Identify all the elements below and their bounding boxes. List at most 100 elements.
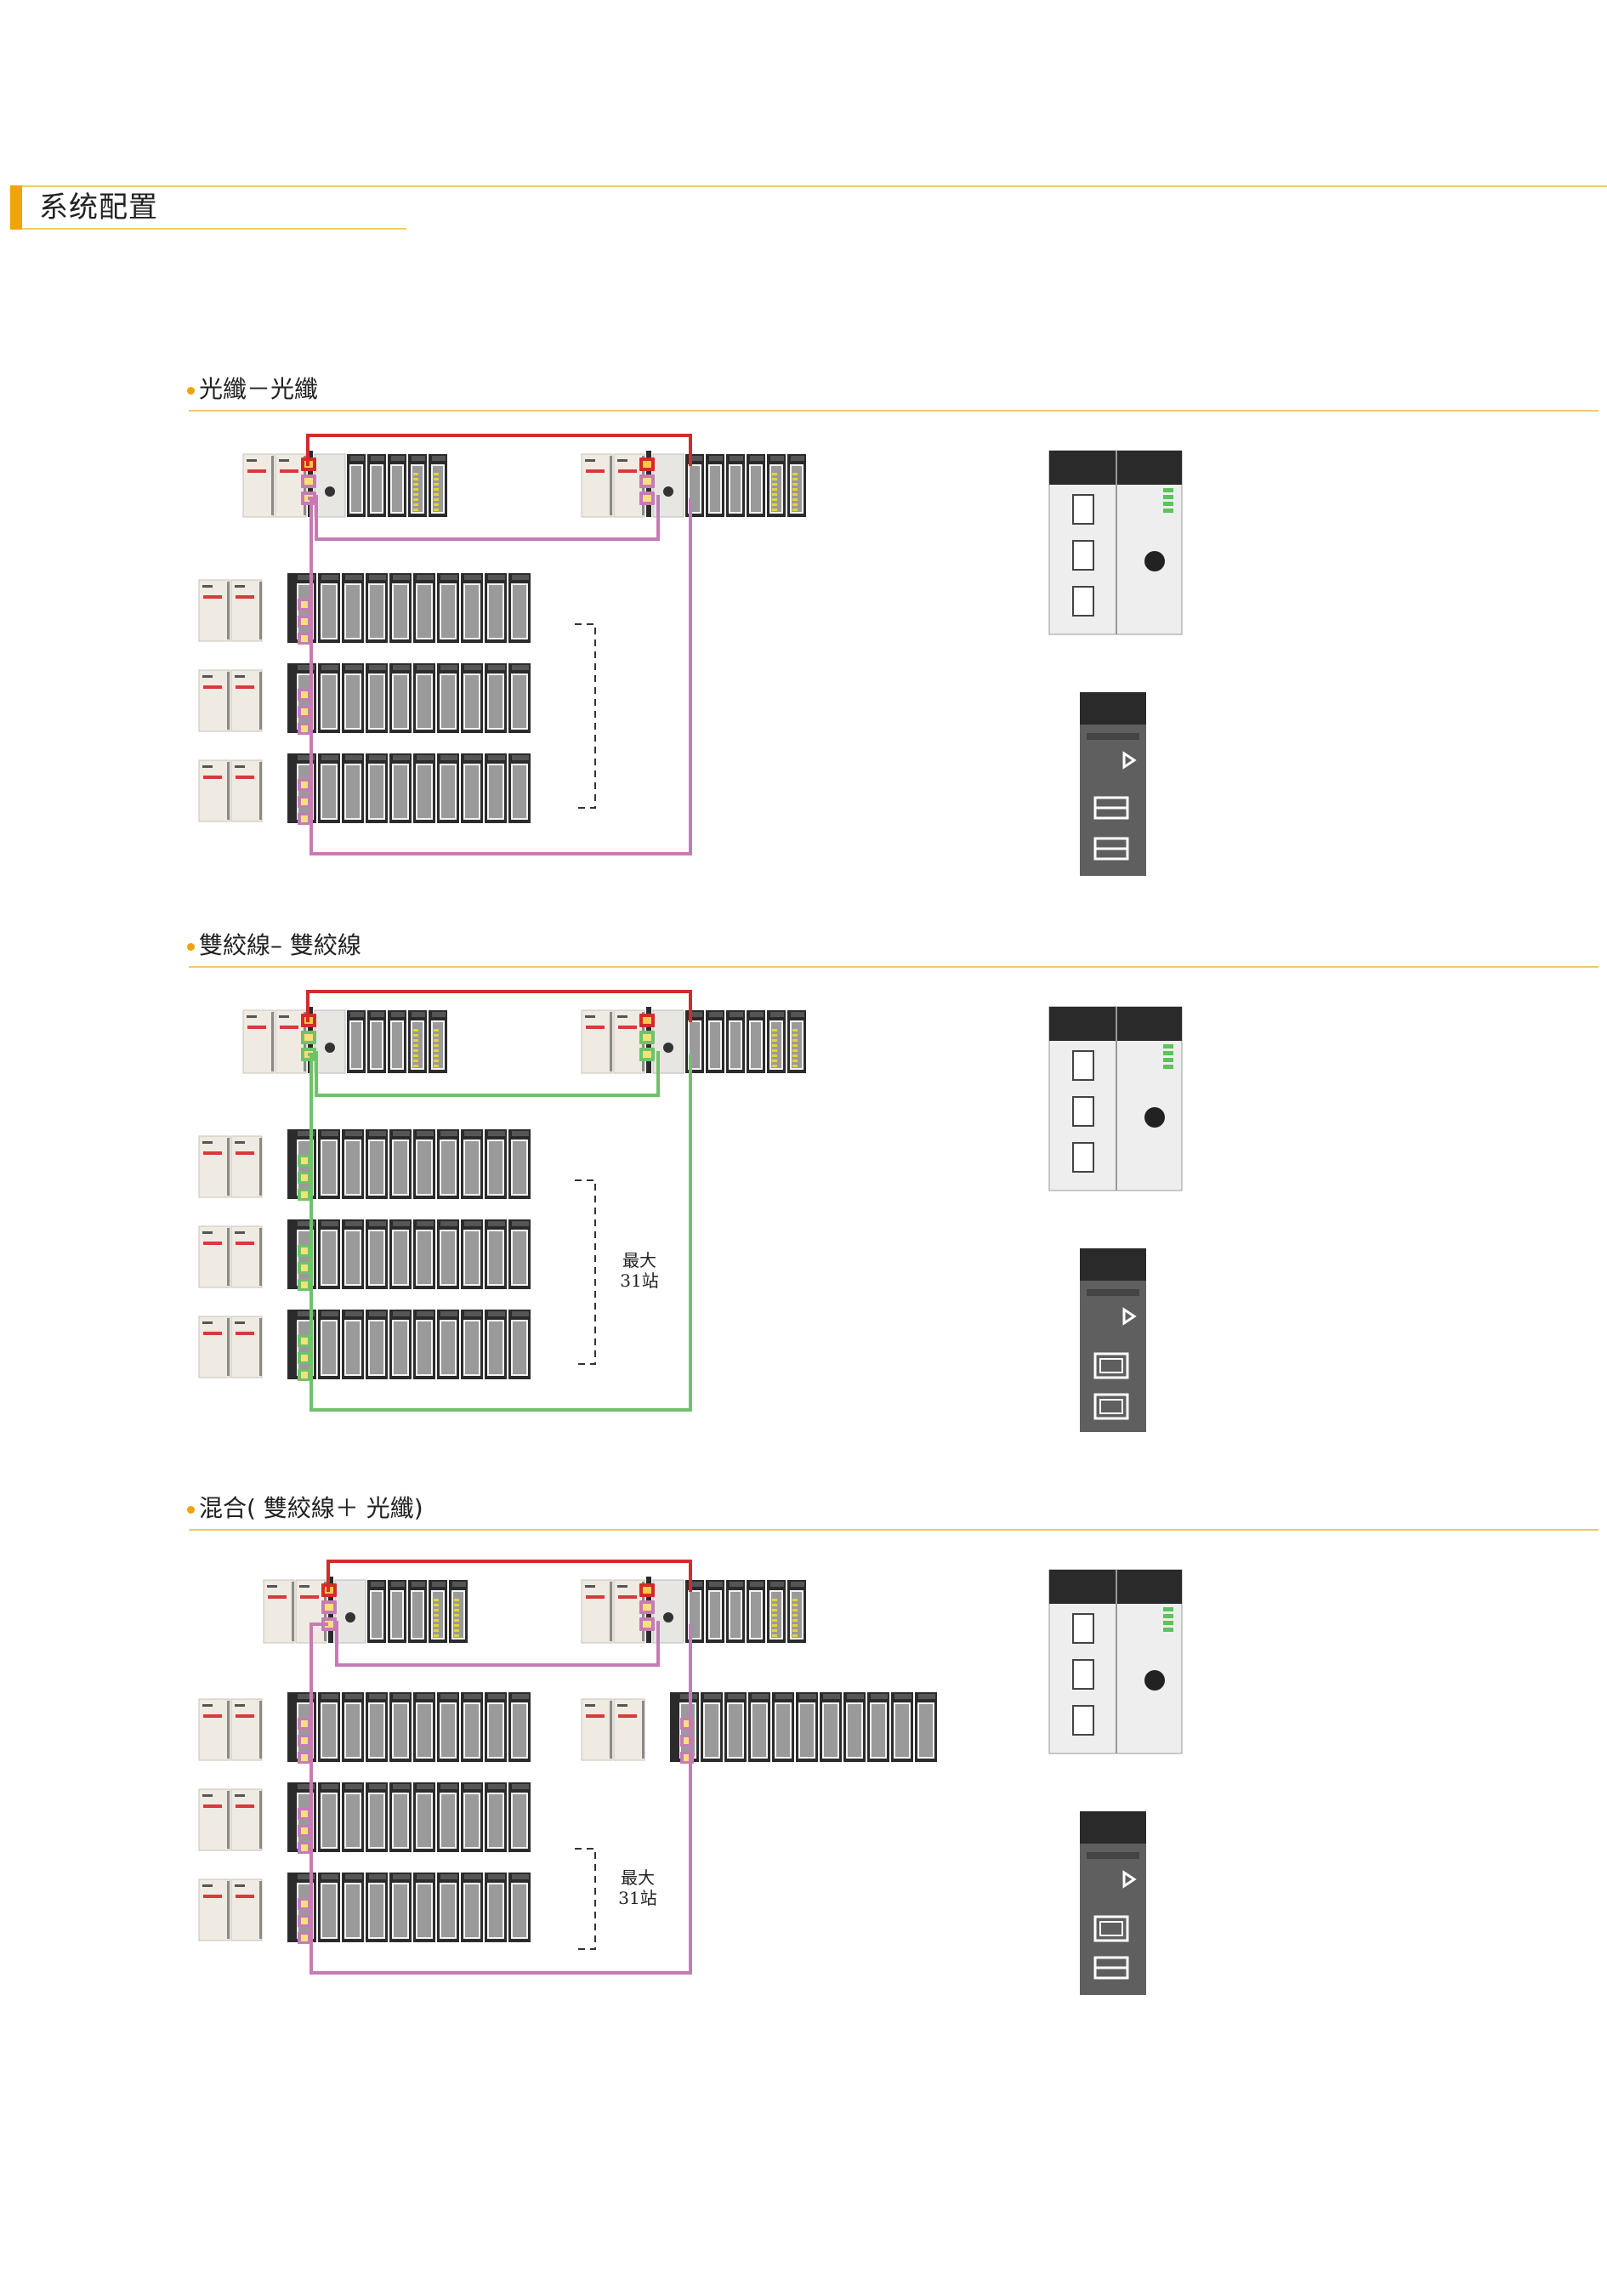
io-module-window: [392, 1022, 402, 1068]
io-module-window: [710, 466, 720, 512]
io-rack: [294, 1129, 531, 1199]
power-module-logo: [585, 1585, 595, 1588]
rack-rail: [287, 753, 294, 823]
power-module-edge: [227, 1318, 230, 1376]
io-module-window: [441, 1141, 455, 1194]
power-supply-module: [230, 669, 263, 732]
cpu-status-led: [1163, 495, 1173, 499]
io-module-window: [346, 1321, 360, 1374]
led-indicator: [434, 493, 439, 496]
io-module-top: [488, 1874, 505, 1879]
net-detail-top: [1080, 692, 1146, 725]
port-led: [301, 1827, 308, 1834]
power-module-logo: [267, 1585, 277, 1588]
io-module-top: [345, 1311, 362, 1316]
power-supply-module: [230, 1316, 263, 1378]
io-rack: [294, 1782, 531, 1852]
cpu-status-led: [1163, 1607, 1173, 1611]
port-led: [301, 691, 308, 698]
io-module-window: [351, 466, 361, 512]
io-module-window: [322, 1141, 336, 1194]
cpu-status-led: [1163, 1044, 1173, 1049]
io-module-top: [791, 1012, 804, 1017]
led-indicator: [413, 1049, 418, 1052]
network-ports: [298, 1808, 311, 1854]
led-indicator: [413, 1065, 418, 1067]
io-module-top: [345, 575, 362, 580]
bus-trunk-link: [309, 1623, 692, 1975]
io-module-top: [464, 665, 481, 670]
diagram-content: [198, 434, 1183, 876]
io-rack: [347, 454, 447, 517]
io-module-window: [394, 1231, 407, 1284]
led-indicator: [434, 1034, 439, 1037]
io-module-window: [730, 1592, 741, 1638]
io-module-top: [488, 1221, 505, 1226]
io-module-window: [730, 466, 741, 512]
power-module-label: [586, 1026, 605, 1029]
led-indicator: [772, 1049, 777, 1052]
power-module-label: [236, 685, 254, 689]
power-module-edge: [259, 1701, 262, 1759]
io-module-window: [513, 1884, 526, 1937]
power-supply-module: [198, 1225, 230, 1288]
port-led: [643, 495, 651, 502]
io-module-window: [513, 1321, 526, 1374]
io-module-window: [848, 1704, 861, 1757]
io-module-window: [441, 585, 455, 638]
io-module-top: [464, 575, 481, 580]
io-module-window: [372, 466, 382, 512]
cpu-status-led: [1163, 1621, 1173, 1625]
io-module-window: [489, 1704, 503, 1757]
io-module-top: [345, 1131, 362, 1136]
power-module-logo: [235, 1704, 245, 1707]
power-module-edge: [642, 1701, 645, 1759]
power-supply-module: [581, 1698, 613, 1761]
io-rack: [685, 454, 806, 517]
io-module-top: [918, 1694, 935, 1699]
io-module-top: [432, 456, 446, 461]
io-module-top: [512, 575, 529, 580]
io-module-window: [465, 1231, 479, 1284]
power-module-logo: [235, 1321, 245, 1324]
led-indicator: [413, 1044, 418, 1047]
power-module-body: [198, 669, 230, 732]
led-indicator: [772, 478, 777, 480]
power-module-logo: [617, 1585, 627, 1588]
led-indicator: [413, 509, 418, 511]
io-module-top: [321, 575, 338, 580]
power-module-body: [581, 1009, 613, 1074]
io-module-top: [298, 1694, 315, 1699]
io-module-window: [394, 1884, 407, 1937]
power-supply-module: [230, 1878, 263, 1941]
section-mixed: 混合( 雙絞線＋ 光纖) 最大 31站: [0, 1492, 1607, 2002]
power-module-logo: [235, 585, 245, 588]
io-module-top: [369, 1221, 386, 1226]
io-rack: [294, 1873, 531, 1942]
led-indicator: [792, 488, 798, 491]
led-indicator: [454, 1629, 459, 1632]
power-module-label: [247, 1026, 266, 1029]
io-module-top: [393, 1874, 410, 1879]
io-module-window: [417, 675, 431, 728]
led-indicator: [772, 1634, 777, 1637]
io-rack: [294, 1219, 531, 1289]
led-indicator: [772, 1624, 777, 1627]
led-indicator: [772, 1044, 777, 1047]
cpu-mode-switch: [663, 1612, 673, 1623]
io-module-top: [321, 1694, 338, 1699]
power-module-label: [618, 1595, 637, 1599]
io-module-window: [417, 1884, 431, 1937]
io-module-top: [417, 1131, 434, 1136]
io-module-window: [751, 1592, 761, 1638]
led-indicator: [792, 473, 798, 475]
io-module-top: [512, 1221, 529, 1226]
io-module-top: [750, 1582, 764, 1587]
io-module-top: [464, 1784, 481, 1789]
io-module-window: [513, 675, 526, 728]
led-indicator: [792, 1060, 798, 1062]
power-module-label: [618, 1026, 637, 1029]
io-module-top: [321, 1784, 338, 1789]
power-supply-module: [198, 1698, 230, 1761]
bullet-icon: [187, 1506, 195, 1514]
